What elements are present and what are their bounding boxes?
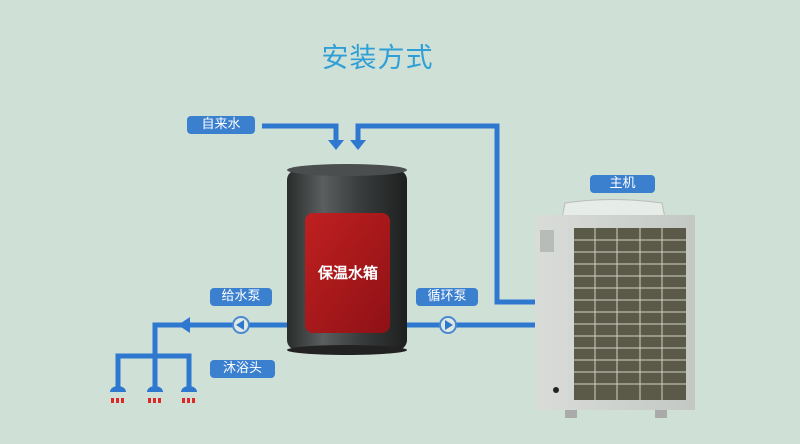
shower-head-icon [181, 386, 197, 392]
return-pipe [355, 123, 537, 305]
supply-pump-label: 给水泵 [210, 288, 272, 306]
main-unit-label: 主机 [590, 175, 655, 193]
arrow-left-icon [178, 317, 190, 333]
arrow-down-icon [328, 140, 344, 150]
page-title: 安装方式 [321, 43, 434, 74]
water-drops [111, 398, 195, 403]
tap-water-label: 自来水 [187, 116, 255, 134]
shower-branch [115, 353, 192, 388]
tank-label: 保温水箱 [317, 264, 378, 282]
water-tank [287, 164, 407, 355]
supply-pump-icon [232, 316, 250, 334]
arrow-down-icon [350, 140, 366, 150]
shower-head-icon [147, 386, 163, 392]
shower-head-icon [110, 386, 126, 392]
tap-water-pipe [262, 123, 339, 142]
shower-head-label: 沐浴头 [210, 360, 275, 378]
circulation-pump-icon [439, 316, 457, 334]
heat-pump-unit [535, 199, 695, 418]
circulation-pump-label: 循环泵 [416, 288, 478, 306]
